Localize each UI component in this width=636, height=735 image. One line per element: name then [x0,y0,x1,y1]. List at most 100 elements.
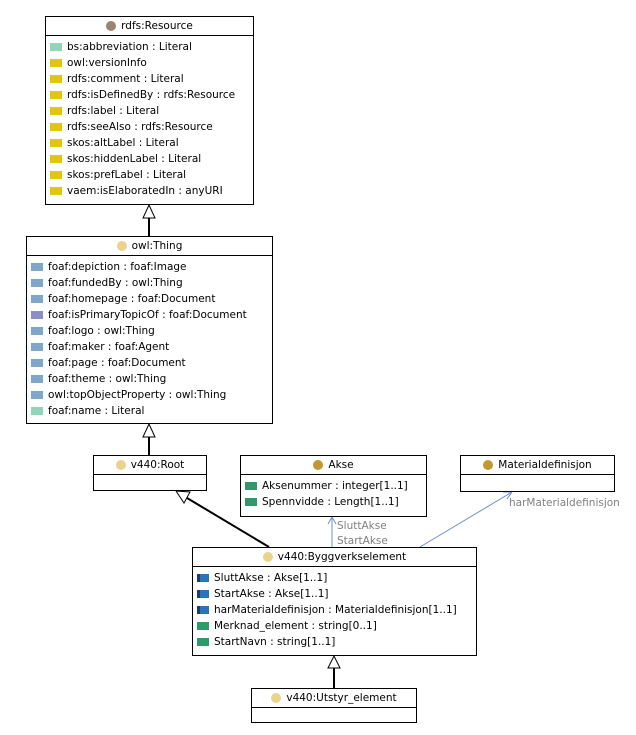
attribute-row[interactable]: skos:altLabel : Literal [46,135,253,151]
attribute-label: rdfs:comment : Literal [67,73,184,85]
object-property-icon [31,327,43,335]
generalization-arrowhead [142,203,156,219]
attribute-row[interactable]: foaf:depiction : foaf:Image [27,259,272,275]
annotation-property-icon [50,91,62,99]
attribute-label: foaf:name : Literal [48,405,145,417]
annotation-property-icon [50,123,62,131]
object-property-icon [31,391,43,399]
class-utstyr-element[interactable]: v440:Utstyr_element [251,688,417,723]
class-byggverkselement[interactable]: v440:Byggverkselement SluttAkse : Akse[1… [192,547,477,656]
attribute-label: foaf:logo : owl:Thing [48,325,155,337]
attribute-row[interactable]: foaf:maker : foaf:Agent [27,339,272,355]
attribute-row[interactable]: foaf:name : Literal [27,403,272,419]
class-name: v440:Utstyr_element [286,692,397,704]
attribute-label: bs:abbreviation : Literal [67,41,192,53]
class-header: v440:Root [94,456,206,475]
class-circle-icon [106,21,117,31]
attribute-row[interactable]: owl:topObjectProperty : owl:Thing [27,387,272,403]
attribute-label: Aksenummer : integer[1..1] [262,480,408,492]
generalization-bygg-root [186,497,270,548]
own_object-property-icon [197,590,209,598]
attribute-row[interactable]: foaf:isPrimaryTopicOf : foaf:Document [27,307,272,323]
attribute-row[interactable]: StartNavn : string[1..1] [193,634,476,650]
attribute-row[interactable]: foaf:homepage : foaf:Document [27,291,272,307]
attribute-label: rdfs:isDefinedBy : rdfs:Resource [67,89,236,101]
annotation-property-icon [50,139,62,147]
annotation-property-icon [50,187,62,195]
association-label-start-akse: StartAkse [337,535,388,547]
class-header: v440:Byggverkselement [193,548,476,567]
class-circle-icon [483,460,494,470]
attribute-label: foaf:fundedBy : owl:Thing [48,277,183,289]
class-name: v440:Byggverkselement [277,551,407,563]
annotation-property-icon [50,107,62,115]
attribute-row[interactable]: foaf:logo : owl:Thing [27,323,272,339]
attribute-row[interactable]: harMaterialdefinisjon : Materialdefinisj… [193,602,476,618]
class-circle-icon [262,552,273,562]
attribute-label: harMaterialdefinisjon : Materialdefinisj… [214,604,457,616]
attribute-row[interactable]: Merknad_element : string[0..1] [193,618,476,634]
class-name: Materialdefinisjon [498,459,592,471]
attribute-label: owl:versionInfo [67,57,147,69]
attribute-label: owl:topObjectProperty : owl:Thing [48,389,227,401]
class-circle-icon [313,460,324,470]
object-property-icon [31,343,43,351]
attribute-label: foaf:depiction : foaf:Image [48,261,187,273]
annotation-property-icon [50,75,62,83]
class-akse[interactable]: Akse Aksenummer : integer[1..1] Spennvidd… [240,455,427,517]
class-circle-icon [116,241,127,251]
class-rdfs-resource[interactable]: rdfs:Resource bs:abbreviation : Literal o… [45,16,254,205]
class-name: owl:Thing [131,240,183,252]
data-property-icon [245,482,257,490]
attribute-label: foaf:isPrimaryTopicOf : foaf:Document [48,309,247,321]
attribute-row[interactable]: Aksenummer : integer[1..1] [241,478,426,494]
annotation-property-icon [50,171,62,179]
attribute-row[interactable]: rdfs:label : Literal [46,103,253,119]
annotation-property-icon [50,59,62,67]
generalization-arrowhead [142,422,156,438]
attribute-row[interactable]: foaf:fundedBy : owl:Thing [27,275,272,291]
attribute-row[interactable]: skos:hiddenLabel : Literal [46,151,253,167]
attribute-row[interactable]: vaem:isElaboratedIn : anyURI [46,183,253,199]
attribute-row[interactable]: foaf:theme : owl:Thing [27,371,272,387]
attribute-row[interactable]: bs:abbreviation : Literal [46,39,253,55]
annotation-property-icon [50,155,62,163]
literal-property-icon [50,43,62,51]
class-header: owl:Thing [27,237,272,256]
attribute-row[interactable]: Spennvidde : Length[1..1] [241,494,426,510]
attribute-list: foaf:depiction : foaf:Image foaf:fundedBy… [27,256,272,419]
data-property-icon [197,622,209,630]
attribute-label: StartAkse : Akse[1..1] [214,588,329,600]
attribute-row[interactable]: SluttAkse : Akse[1..1] [193,570,476,586]
attribute-row[interactable]: StartAkse : Akse[1..1] [193,586,476,602]
attribute-list: Aksenummer : integer[1..1] Spennvidde : L… [241,475,426,510]
class-circle-icon [115,460,126,470]
object-property-icon [31,359,43,367]
attribute-label: Merknad_element : string[0..1] [214,620,377,632]
attribute-row[interactable]: rdfs:isDefinedBy : rdfs:Resource [46,87,253,103]
attribute-row[interactable]: skos:prefLabel : Literal [46,167,253,183]
attribute-label: SluttAkse : Akse[1..1] [214,572,328,584]
literal-property-icon [31,407,43,415]
attribute-label: skos:prefLabel : Literal [67,169,187,181]
class-header: v440:Utstyr_element [252,689,416,708]
attribute-label: foaf:theme : owl:Thing [48,373,167,385]
class-materialdefinisjon[interactable]: Materialdefinisjon [460,455,615,492]
data-property-icon [245,498,257,506]
attribute-row[interactable]: foaf:page : foaf:Document [27,355,272,371]
data-property-icon [197,638,209,646]
class-name: Akse [328,459,354,471]
class-circle-icon [271,693,282,703]
attribute-row[interactable]: owl:versionInfo [46,55,253,71]
association-arrowhead [503,491,513,500]
attribute-row[interactable]: rdfs:seeAlso : rdfs:Resource [46,119,253,135]
class-v440-root[interactable]: v440:Root [93,455,207,491]
class-name: v440:Root [130,459,185,471]
attribute-row[interactable]: rdfs:comment : Literal [46,71,253,87]
attribute-label: rdfs:seeAlso : rdfs:Resource [67,121,213,133]
object-property-icon [31,279,43,287]
attribute-label: skos:hiddenLabel : Literal [67,153,202,165]
class-name: rdfs:Resource [121,20,193,32]
